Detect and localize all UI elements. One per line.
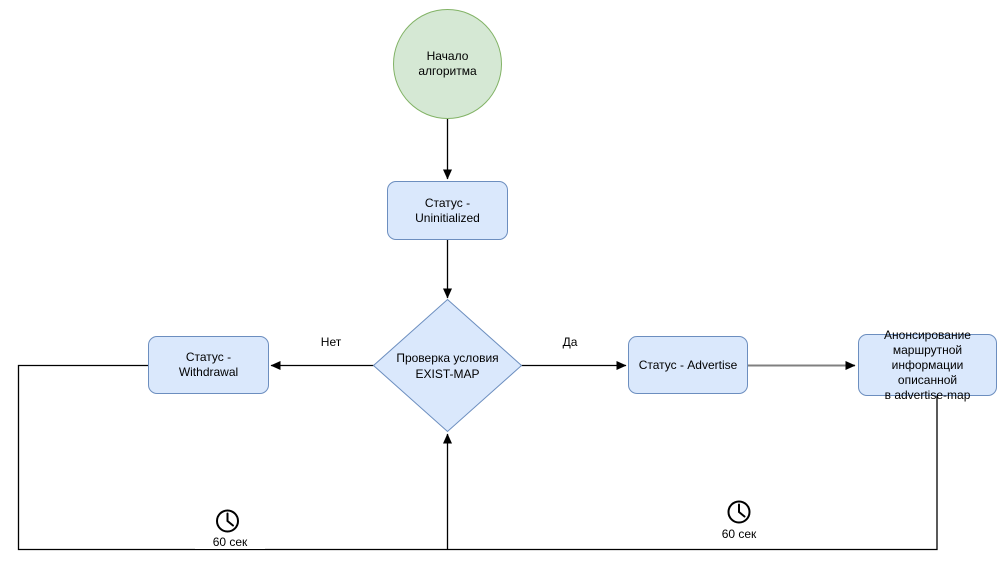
edge-label-no: Нет: [301, 335, 361, 349]
timer-label-right: 60 сек: [704, 527, 774, 541]
node-advertise: Статус - Advertise: [628, 336, 748, 394]
edge-withdrawal-loop: [17, 364, 448, 551]
timer-label-left: 60 сек: [195, 535, 265, 549]
node-announce: Анонсирование маршрутной информации опис…: [858, 328, 997, 402]
clock-icon: [216, 509, 239, 533]
node-start: Начало алгоритма: [393, 9, 502, 119]
clock-icon: [727, 500, 751, 524]
node-decision-shape: [372, 298, 523, 433]
edge-announce-loop: [447, 396, 938, 551]
edge-label-yes: Да: [540, 335, 600, 349]
node-decision-label: Проверка условия EXIST-MAP: [396, 350, 499, 381]
node-withdrawal: Статус - Withdrawal: [148, 336, 269, 394]
node-uninitialized: Статус - Uninitialized: [387, 181, 508, 240]
